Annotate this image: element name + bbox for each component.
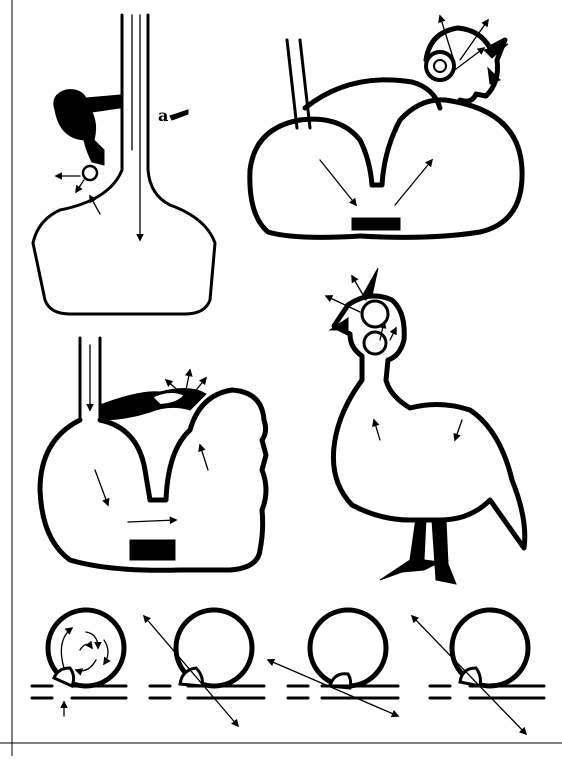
whistle-chamber-3	[268, 610, 398, 716]
whistle-chamber-1	[32, 610, 126, 716]
whistle-chamber-4	[412, 610, 544, 734]
human-head-double-vessel-panel	[40, 338, 266, 570]
whistle-chamber-2	[144, 610, 264, 726]
standing-bird-vessel-panel	[326, 268, 525, 584]
flask-vessel-panel: a	[33, 15, 215, 314]
label-a: a	[158, 106, 168, 125]
bird-double-vessel-panel	[250, 16, 522, 237]
